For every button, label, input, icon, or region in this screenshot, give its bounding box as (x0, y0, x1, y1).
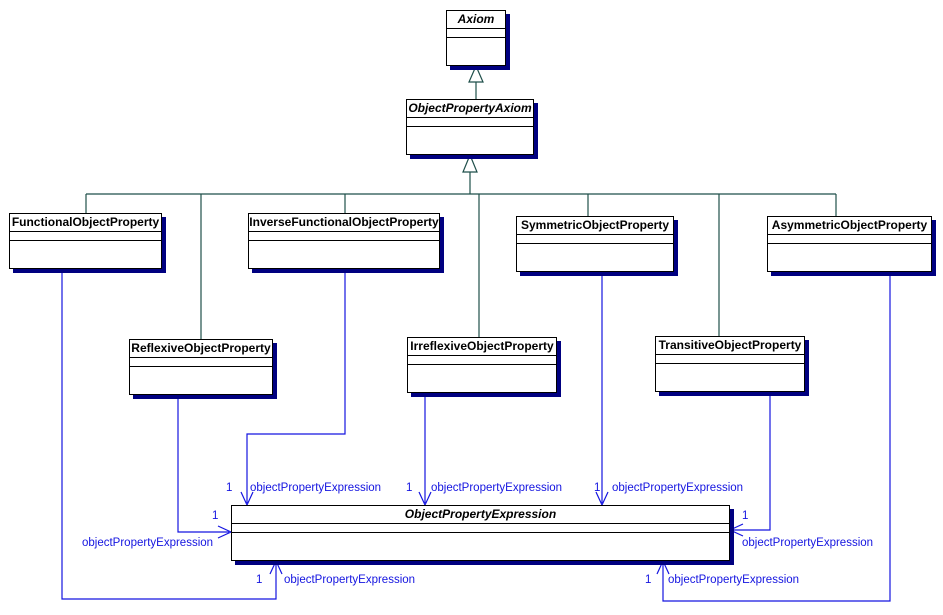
association-role-symmetric: objectPropertyExpression (612, 482, 744, 494)
class-name-transitiveobjectproperty: TransitiveObjectProperty (656, 337, 804, 355)
multiplicity-symmetric: 1 (594, 482, 601, 494)
class-operations-asymmetricobjectproperty (768, 244, 931, 270)
association-asymmetric-to-objectpropertyexpression (656, 272, 891, 602)
class-name-inversefunctionalobjectproperty: InverseFunctionalObjectProperty (249, 214, 439, 232)
multiplicity-asymmetric: 1 (645, 574, 652, 586)
class-attributes-objectpropertyaxiom (407, 118, 533, 127)
class-name-asymmetricobjectproperty: AsymmetricObjectProperty (768, 217, 931, 235)
association-role-functional: objectPropertyExpression (284, 574, 416, 586)
class-box-transitiveobjectproperty[interactable]: TransitiveObjectProperty (655, 336, 805, 392)
class-operations-axiom (447, 38, 505, 64)
class-operations-functionalobjectproperty (10, 241, 161, 267)
class-operations-reflexiveobjectproperty (130, 367, 272, 393)
association-reflexive-to-objectpropertyexpression (177, 395, 233, 539)
association-functional-to-objectpropertyexpression (61, 269, 283, 600)
class-name-axiom: Axiom (447, 11, 505, 29)
class-operations-symmetricobjectproperty (517, 244, 673, 270)
class-name-reflexiveobjectproperty: ReflexiveObjectProperty (130, 340, 272, 358)
class-box-axiom[interactable]: Axiom (446, 10, 506, 66)
class-attributes-asymmetricobjectproperty (768, 235, 931, 244)
class-attributes-functionalobjectproperty (10, 232, 161, 241)
multiplicity-reflexive: 1 (212, 510, 219, 522)
class-attributes-objectpropertyexpression (232, 524, 729, 533)
generalization-bus (86, 153, 836, 195)
class-attributes-axiom (447, 29, 505, 38)
class-box-asymmetricobjectproperty[interactable]: AsymmetricObjectProperty (767, 216, 932, 272)
class-operations-objectpropertyexpression (232, 533, 729, 559)
association-symmetric-to-objectpropertyexpression (595, 272, 609, 507)
multiplicity-transitive: 1 (742, 510, 749, 522)
class-operations-inversefunctionalobjectproperty (249, 241, 439, 267)
multiplicity-functional: 1 (256, 574, 263, 586)
class-name-irreflexiveobjectproperty: IrreflexiveObjectProperty (408, 338, 556, 356)
class-name-symmetricobjectproperty: SymmetricObjectProperty (517, 217, 673, 235)
class-operations-transitiveobjectproperty (656, 364, 804, 390)
class-operations-irreflexiveobjectproperty (408, 365, 556, 391)
class-box-inversefunctionalobjectproperty[interactable]: InverseFunctionalObjectProperty (248, 213, 440, 269)
class-box-functionalobjectproperty[interactable]: FunctionalObjectProperty (9, 213, 162, 269)
generalization-objectpropertyaxiom-to-axiom (468, 64, 484, 99)
class-attributes-irreflexiveobjectproperty (408, 356, 556, 365)
association-role-reflexive: objectPropertyExpression (82, 537, 214, 549)
class-box-symmetricobjectproperty[interactable]: SymmetricObjectProperty (516, 216, 674, 272)
class-attributes-reflexiveobjectproperty (130, 358, 272, 367)
association-irreflexive-to-objectpropertyexpression (418, 393, 432, 507)
class-box-objectpropertyexpression[interactable]: ObjectPropertyExpression (231, 505, 730, 561)
class-attributes-transitiveobjectproperty (656, 355, 804, 364)
class-attributes-inversefunctionalobjectproperty (249, 232, 439, 241)
class-name-functionalobjectproperty: FunctionalObjectProperty (10, 214, 161, 232)
class-operations-objectpropertyaxiom (407, 127, 533, 153)
association-role-transitive: objectPropertyExpression (742, 537, 874, 549)
association-transitive-to-objectpropertyexpression (728, 392, 771, 537)
class-box-reflexiveobjectproperty[interactable]: ReflexiveObjectProperty (129, 339, 273, 395)
class-box-objectpropertyaxiom[interactable]: ObjectPropertyAxiom (406, 99, 534, 155)
association-role-inversefunctional: objectPropertyExpression (250, 482, 382, 494)
multiplicity-inversefunctional: 1 (226, 482, 233, 494)
multiplicity-irreflexive: 1 (406, 482, 413, 494)
class-attributes-symmetricobjectproperty (517, 235, 673, 244)
class-name-objectpropertyexpression: ObjectPropertyExpression (232, 506, 729, 524)
association-role-irreflexive: objectPropertyExpression (431, 482, 563, 494)
class-name-objectpropertyaxiom: ObjectPropertyAxiom (407, 100, 533, 118)
class-box-irreflexiveobjectproperty[interactable]: IrreflexiveObjectProperty (407, 337, 557, 393)
association-role-asymmetric: objectPropertyExpression (668, 574, 800, 586)
